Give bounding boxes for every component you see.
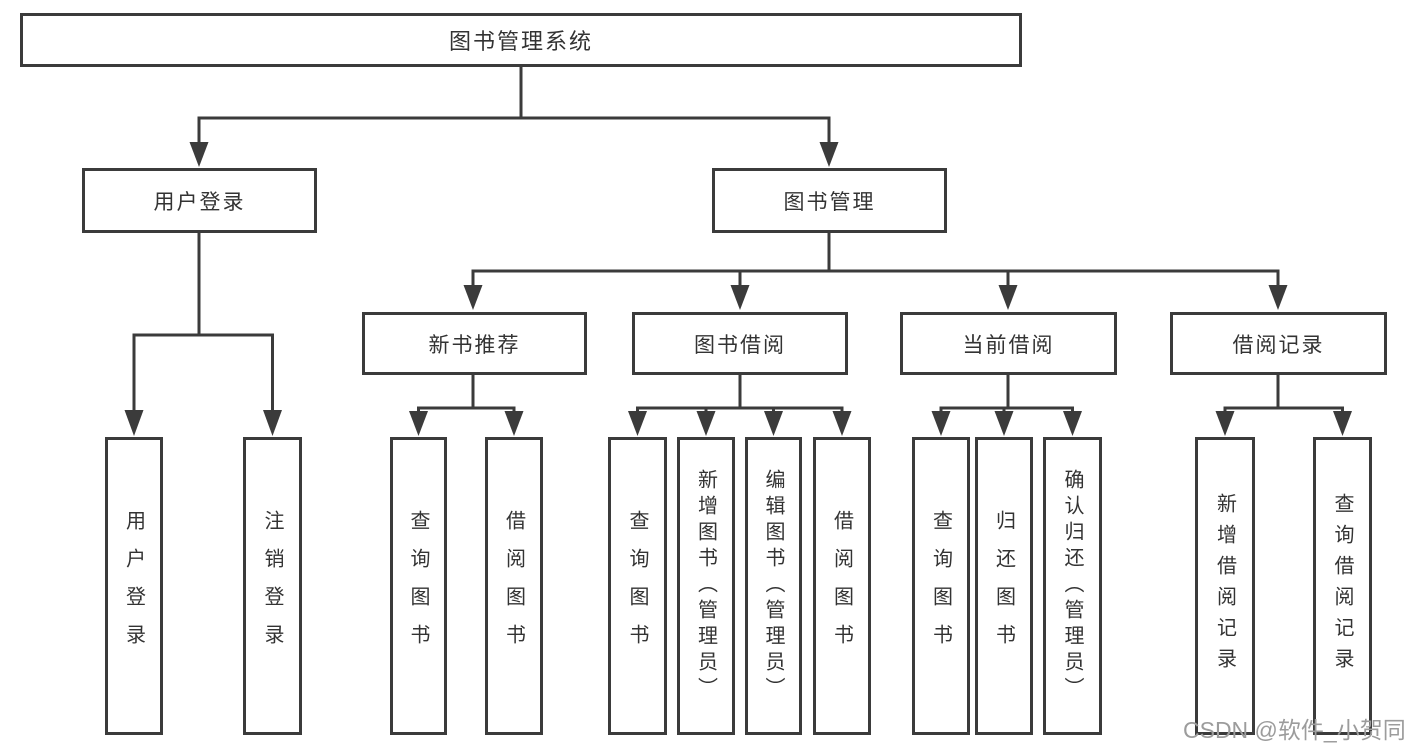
leaf-add-book-admin: 新增图书（管理员） <box>677 437 735 735</box>
node-borrow-records: 借阅记录 <box>1170 312 1387 375</box>
node-book-management: 图书管理 <box>712 168 947 233</box>
leaf-query-books-current: 查询图书 <box>912 437 970 735</box>
node-new-book-recommend: 新书推荐 <box>362 312 587 375</box>
leaf-confirm-return-admin: 确认归还（管理员） <box>1043 437 1102 735</box>
node-book-borrow: 图书借阅 <box>632 312 848 375</box>
node-library-management-system: 图书管理系统 <box>20 13 1022 67</box>
leaf-add-borrow-record: 新增借阅记录 <box>1195 437 1255 735</box>
leaf-borrow-books-2: 借阅图书 <box>813 437 871 735</box>
watermark-text: CSDN @软件_小贺同学 <box>1183 717 1405 743</box>
leaf-logout: 注销登录 <box>243 437 302 735</box>
leaf-query-books-recommend: 查询图书 <box>390 437 447 735</box>
leaf-query-borrow-record: 查询借阅记录 <box>1313 437 1372 735</box>
leaf-user-login: 用户登录 <box>105 437 163 735</box>
leaf-return-books: 归还图书 <box>975 437 1033 735</box>
node-user-login: 用户登录 <box>82 168 317 233</box>
leaf-edit-book-admin: 编辑图书（管理员） <box>745 437 802 735</box>
node-current-borrow: 当前借阅 <box>900 312 1117 375</box>
leaf-borrow-books-recommend: 借阅图书 <box>485 437 543 735</box>
leaf-query-books-borrow: 查询图书 <box>608 437 667 735</box>
